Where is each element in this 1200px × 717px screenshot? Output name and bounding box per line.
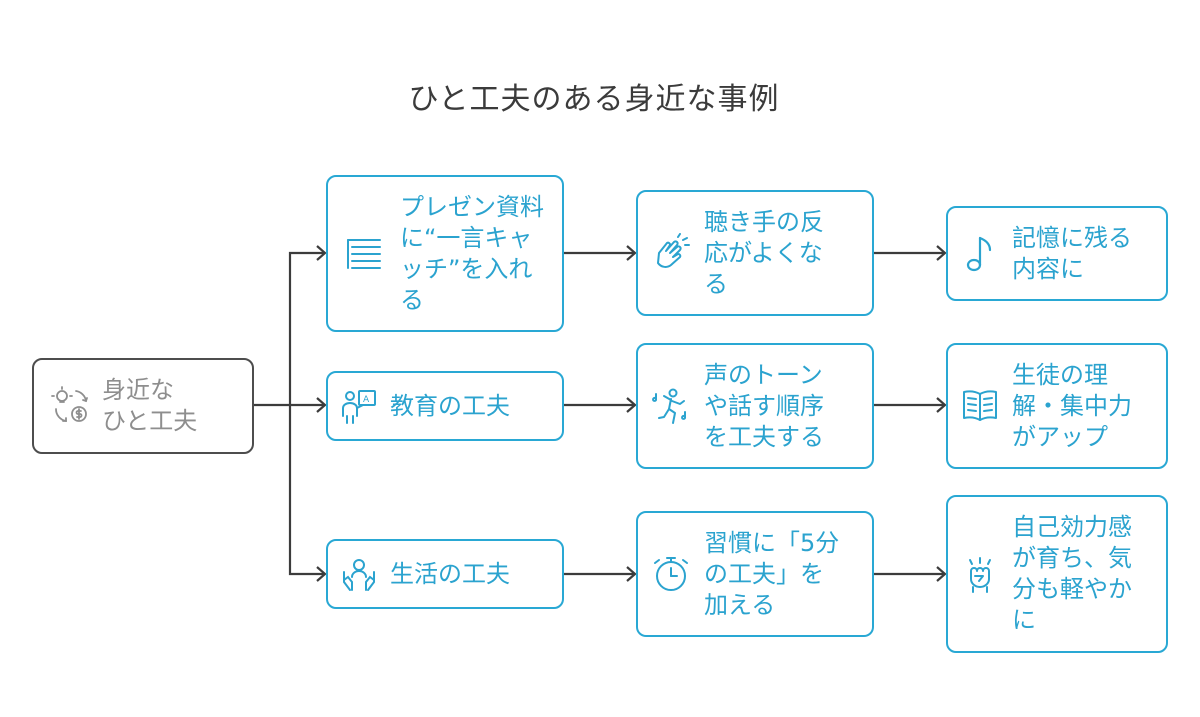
branch-node-presentation[interactable]: プレゼン資料に“一言キャッチ”を入れる bbox=[326, 175, 564, 332]
effect-node-voice-order[interactable]: 声のトーンや話す順序を工夫する bbox=[636, 343, 874, 469]
root-label: 身近な ひと工夫 bbox=[102, 376, 198, 435]
root-node[interactable]: 身近な ひと工夫 bbox=[32, 358, 254, 454]
branch-node-education[interactable]: A 教育の工夫 bbox=[326, 371, 564, 441]
effect-label: 習慣に「5分の工夫」を加える bbox=[704, 528, 840, 619]
outcome-label: 生徒の理解・集中力がアップ bbox=[1012, 360, 1132, 451]
branch-node-lifestyle[interactable]: 生活の工夫 bbox=[326, 539, 564, 609]
arrowhead bbox=[936, 245, 947, 261]
edge-root-branch1 bbox=[288, 251, 324, 405]
branch-label: プレゼン資料に“一言キャッチ”を入れる bbox=[400, 192, 544, 314]
arrowhead bbox=[316, 245, 327, 261]
arrowhead bbox=[626, 397, 637, 413]
teacher-board-icon: A bbox=[328, 386, 390, 426]
outcome-label: 記憶に残る内容に bbox=[1012, 223, 1132, 283]
effect-node-audience[interactable]: 聴き手の反応がよくなる bbox=[636, 190, 874, 316]
arrowhead bbox=[316, 566, 327, 582]
diagram-title: ひと工夫のある身近な事例 bbox=[408, 82, 780, 117]
music-note-icon bbox=[948, 234, 1012, 274]
svg-text:A: A bbox=[363, 395, 370, 405]
document-lines-icon bbox=[328, 234, 400, 274]
arrowhead bbox=[936, 566, 947, 582]
outcome-node-understanding[interactable]: 生徒の理解・集中力がアップ bbox=[946, 343, 1168, 469]
branch-label: 教育の工夫 bbox=[390, 391, 510, 420]
edge-root-branch3 bbox=[288, 405, 324, 576]
raised-fist-icon bbox=[948, 554, 1012, 594]
dancing-person-icon bbox=[638, 386, 704, 426]
branch-label: 生活の工夫 bbox=[390, 559, 510, 588]
clapping-hands-icon bbox=[638, 233, 704, 273]
effect-label: 声のトーンや話す順序を工夫する bbox=[704, 360, 824, 451]
arrowhead bbox=[936, 397, 947, 413]
arrowhead bbox=[626, 245, 637, 261]
outcome-node-memory[interactable]: 記憶に残る内容に bbox=[946, 206, 1168, 301]
effect-node-habit[interactable]: 習慣に「5分の工夫」を加える bbox=[636, 511, 874, 637]
hands-person-icon bbox=[328, 554, 390, 594]
outcome-label: 自己効力感が育ち、気分も軽やかに bbox=[1012, 513, 1132, 634]
arrowhead bbox=[316, 397, 327, 413]
open-book-icon bbox=[948, 386, 1012, 426]
arrowhead bbox=[626, 566, 637, 582]
idea-money-cycle-icon bbox=[40, 385, 102, 427]
effect-label: 聴き手の反応がよくなる bbox=[704, 207, 824, 298]
stopwatch-icon bbox=[638, 554, 704, 594]
outcome-node-self-efficacy[interactable]: 自己効力感が育ち、気分も軽やかに bbox=[946, 495, 1168, 653]
